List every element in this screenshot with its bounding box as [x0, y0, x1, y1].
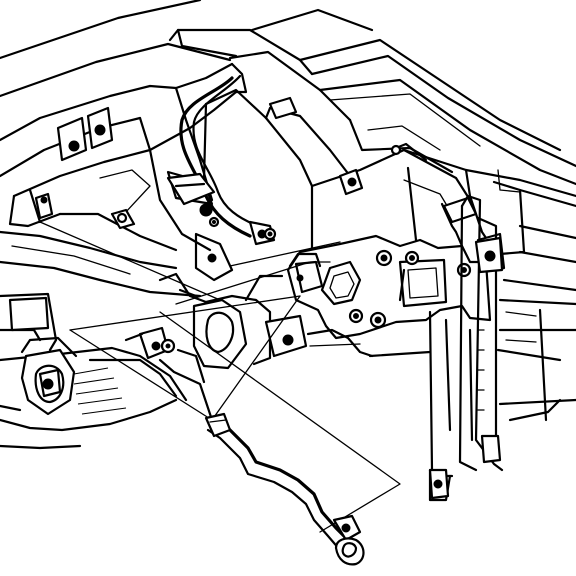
- explosion-plane: [39, 221, 401, 533]
- upper-body-panel: [0, 0, 576, 186]
- frame-rail: [0, 62, 248, 298]
- mounting-bracket: [286, 234, 492, 340]
- support-strut: [428, 194, 504, 502]
- tube-assembly: [204, 412, 365, 566]
- wiring-harness: [166, 74, 276, 246]
- lower-body-panel: [0, 292, 188, 450]
- center-panel: [202, 88, 472, 252]
- fasteners: [40, 144, 402, 241]
- lower-center-components: [124, 272, 432, 432]
